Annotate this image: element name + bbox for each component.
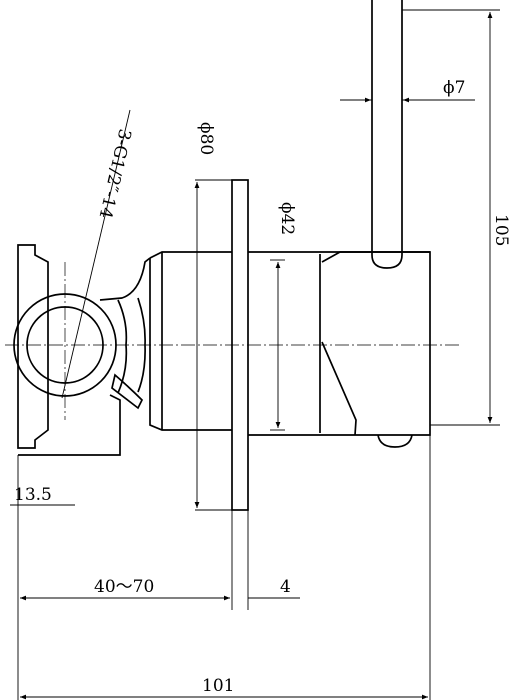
faucet-outline (13, 0, 431, 511)
dimension-lines (10, 12, 493, 700)
handle-top-chamfer (321, 251, 430, 263)
lever-pipe (371, 0, 403, 269)
bottom-knob (377, 434, 413, 448)
body-diameter-label: ϕ42 (277, 202, 297, 235)
dimension-labels: ϕ7 ϕ80 ϕ42 105 3-G1/2″-14 13.5 40～70 4 1… (14, 78, 511, 696)
inlet-outer-curve (137, 297, 146, 393)
thread-leader-line (61, 109, 131, 399)
knob-offset-label: 13.5 (14, 485, 52, 505)
plate-thickness-label: 4 (280, 577, 291, 597)
inlet-inner-curve (117, 299, 128, 394)
thread-spec-label: 3-G1/2″-14 (95, 127, 135, 220)
inlet-ring-outer (13, 293, 117, 397)
inlet-top-edge (99, 257, 151, 301)
rear-plate (17, 244, 49, 449)
plate-diameter-label: ϕ80 (196, 122, 216, 155)
handle-cylinder (248, 251, 431, 436)
total-length-label: 101 (202, 676, 234, 696)
inlet-nut (111, 373, 144, 410)
wall-plate (231, 179, 249, 511)
total-height-label: 105 (491, 214, 511, 246)
wall-depth-label: 40～70 (94, 577, 154, 597)
inlet-lower-box (18, 394, 121, 456)
pipe-diameter-label: ϕ7 (443, 78, 465, 98)
handle-bevel (321, 341, 357, 436)
extension-lines (10, 9, 500, 700)
inlet-ring-inner (26, 306, 104, 384)
